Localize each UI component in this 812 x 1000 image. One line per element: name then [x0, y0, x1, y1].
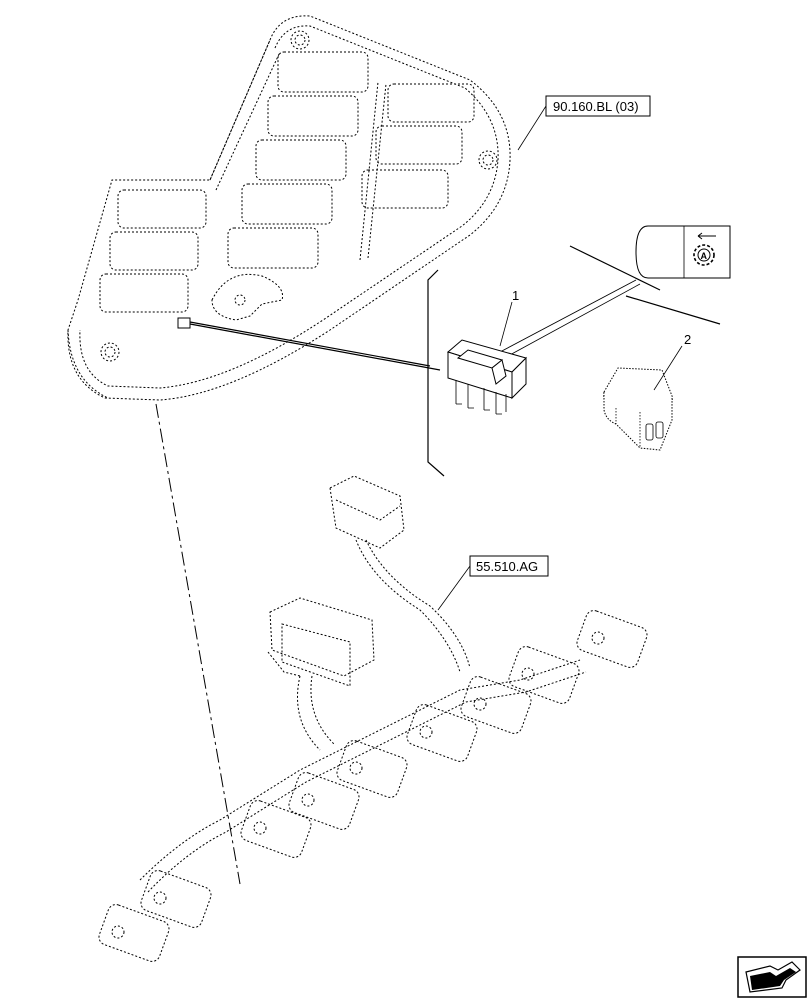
leader-panel-to-switch-upper	[189, 321, 431, 367]
harness-connector	[460, 676, 532, 734]
ref-panel-text: 90.160.BL (03)	[553, 99, 639, 114]
leader-panel-to-switch	[189, 323, 441, 371]
console-panel	[67, 15, 511, 401]
harness-connector	[288, 772, 360, 830]
switch-location-marker	[177, 317, 191, 329]
ref-harness-text: 55.510.AG	[476, 559, 538, 574]
svg-text:A: A	[701, 251, 708, 261]
callout-2: 2	[684, 332, 691, 347]
ref-panel-leader	[517, 105, 547, 151]
blank-plug[interactable]	[603, 367, 673, 451]
harness-connector	[336, 740, 408, 798]
harness-connector	[98, 904, 170, 962]
ref-harness-leader	[437, 565, 471, 611]
wiring-harness	[98, 475, 648, 962]
gear-with-a-arrow-icon: A	[693, 232, 716, 266]
ref-box-harness[interactable]: 55.510.AG	[469, 555, 549, 577]
assembly-centerline	[155, 403, 241, 885]
bracket-line-upper	[569, 245, 661, 291]
ref-box-panel[interactable]: 90.160.BL (03)	[545, 95, 651, 117]
callout-2-leader	[653, 345, 683, 391]
harness-central-connector	[267, 597, 375, 687]
symbol-plate: A	[635, 225, 731, 279]
bracket-left	[427, 269, 445, 477]
harness-connector	[140, 870, 212, 928]
next-page-arrow-icon[interactable]	[737, 956, 807, 998]
harness-connector	[576, 610, 648, 668]
harness-connector	[508, 646, 580, 704]
bracket-line-lower	[625, 295, 721, 325]
leader-symbol-to-switch	[499, 279, 637, 353]
callout-1-leader	[499, 301, 513, 347]
callout-1: 1	[512, 288, 519, 303]
leader-symbol-to-switch-2	[507, 283, 641, 357]
harness-connector	[406, 704, 478, 762]
harness-connector	[240, 800, 312, 858]
harness-connector-top	[329, 475, 405, 549]
rocker-switch[interactable]	[446, 339, 527, 415]
